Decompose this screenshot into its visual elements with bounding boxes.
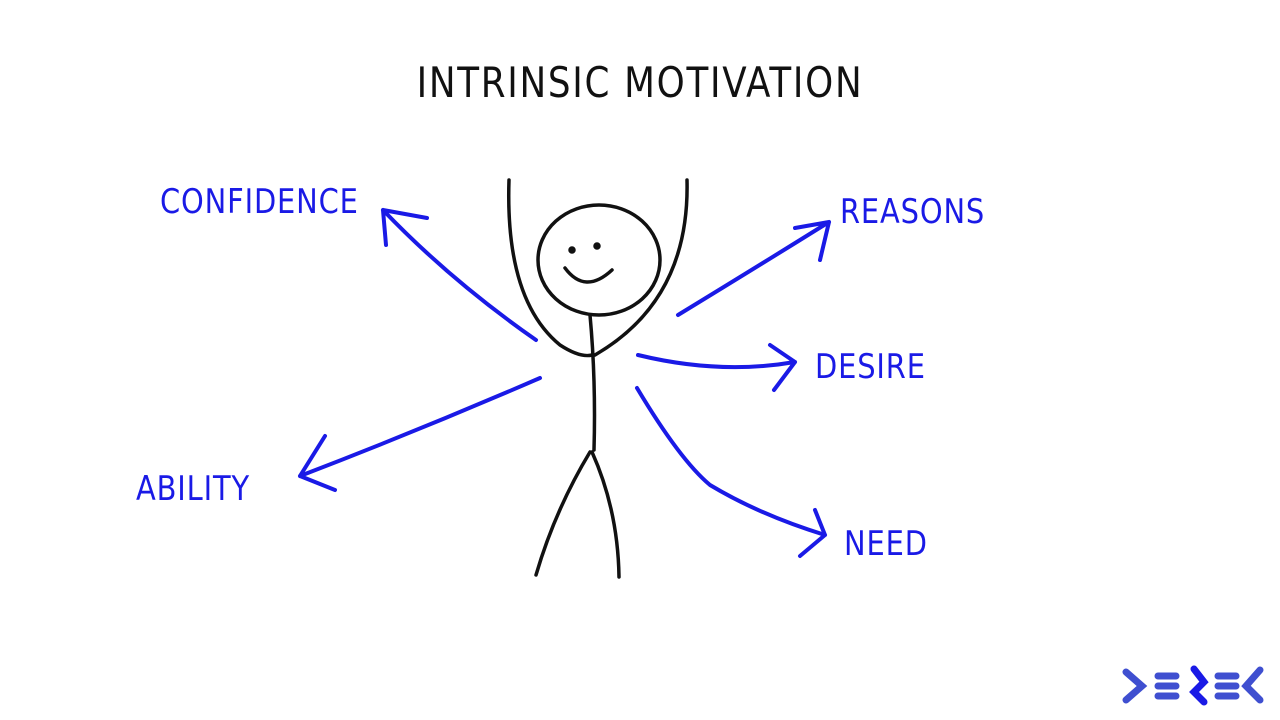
diagram-title: INTRINSIC MOTIVATION (416, 58, 864, 107)
arm-left (506, 178, 594, 358)
leg-left (534, 450, 592, 577)
arrow-need (635, 386, 827, 558)
eye-left (568, 246, 576, 254)
arrow-desire (636, 343, 797, 392)
leg-right (590, 450, 621, 579)
label-confidence: CONFIDENCE (160, 182, 359, 222)
arrow-ability (298, 376, 542, 492)
smile (563, 266, 614, 284)
eye-right (593, 242, 601, 250)
label-reasons: REASONS (840, 192, 986, 232)
arrow-confidence (381, 208, 538, 342)
label-desire: DESIRE (815, 347, 926, 387)
label-ability: ABILITY (136, 469, 251, 509)
arm-right (593, 178, 689, 357)
arrows (298, 208, 831, 558)
label-need: NEED (844, 524, 928, 564)
body (588, 313, 597, 452)
arrow-reasons (676, 220, 831, 317)
head (536, 203, 662, 317)
stick-figure (506, 178, 689, 579)
brand-logo (1122, 665, 1264, 706)
